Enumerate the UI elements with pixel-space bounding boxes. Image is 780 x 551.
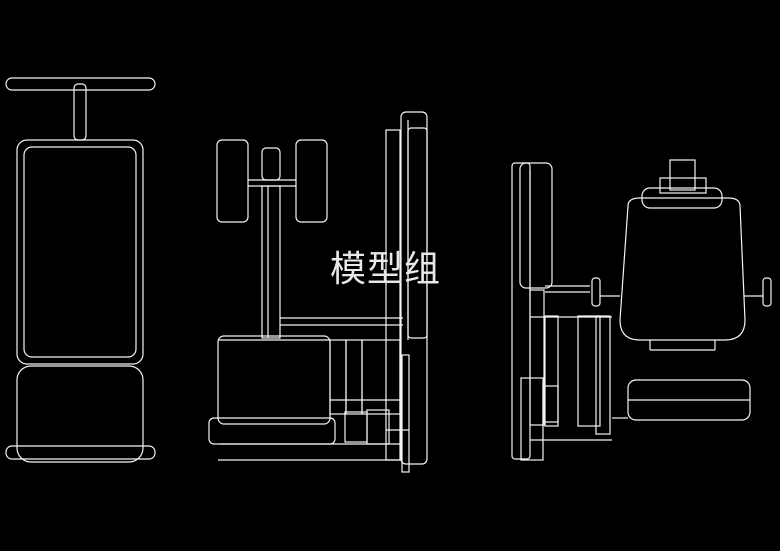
front-view	[5, 77, 156, 463]
headrest-top	[669, 159, 696, 191]
handle-stem	[73, 83, 87, 141]
left-roller-pad	[216, 139, 249, 223]
backrest-frame	[16, 139, 144, 365]
frame-post	[385, 129, 401, 461]
right-roller-pad	[295, 139, 328, 223]
seat-cushion	[16, 365, 144, 463]
back-pad-upper	[407, 127, 428, 339]
rear-column-4	[595, 315, 611, 435]
chair-back	[619, 197, 746, 341]
rear-foot-2	[542, 385, 559, 423]
base-foot	[5, 445, 156, 460]
rear-view	[511, 159, 772, 461]
roller-post-cap	[261, 147, 281, 181]
rear-foot-1	[520, 377, 544, 461]
watermark-label: 模型组	[330, 249, 442, 290]
mechanism-base-2	[366, 409, 390, 445]
rear-column-2	[544, 315, 559, 427]
mechanism-block-2	[345, 339, 363, 415]
platform	[208, 417, 336, 445]
headrest-mid	[659, 177, 707, 194]
rear-frame-outer	[519, 162, 553, 289]
side-view	[208, 111, 428, 473]
handle-bar	[5, 77, 156, 91]
backrest-pad	[23, 146, 137, 358]
right-hand-grip	[762, 277, 772, 307]
mechanism-block-3	[361, 339, 401, 415]
vertical-bracket	[401, 354, 410, 473]
mechanism-base	[344, 411, 368, 443]
rear-column-3	[577, 315, 601, 427]
mechanism-block-1	[329, 339, 347, 415]
seat-block	[217, 335, 331, 425]
rear-column-1	[529, 289, 545, 426]
left-hand-grip	[591, 277, 601, 307]
roller-post	[261, 185, 281, 339]
